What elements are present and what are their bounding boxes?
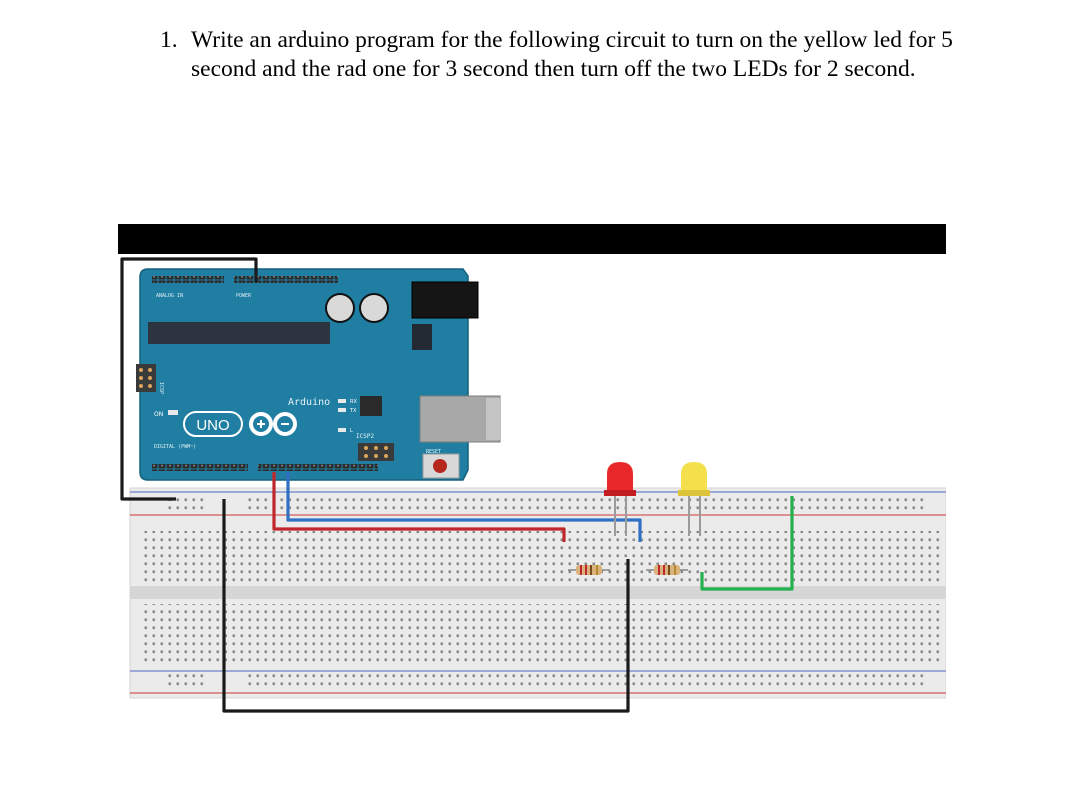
green-wire (700, 496, 794, 591)
rx-label: RX (350, 399, 357, 405)
uno-logo: UNO (183, 411, 297, 437)
reset-label: RESET (426, 449, 441, 455)
l-label: L (350, 428, 353, 434)
black-wire-bottom (222, 499, 630, 713)
black-wire-gnd (120, 257, 258, 501)
red-wire (272, 472, 566, 542)
resistor-2 (646, 565, 688, 575)
icsp-label: ICSP (158, 382, 164, 394)
digital-label: DIGITAL (PWM~) (154, 444, 196, 450)
yellow-led (678, 462, 710, 536)
breadboard (129, 487, 946, 699)
icsp2-label: ICSP2 (356, 433, 374, 440)
question-number: 1. (160, 27, 178, 53)
blue-wire (286, 472, 642, 542)
arduino-board: ANALOG IN POWER ICSP ON (136, 268, 501, 481)
top-black-bar (118, 224, 946, 254)
uno-model-label: UNO (196, 417, 229, 434)
tx-label: TX (349, 408, 357, 414)
on-label: ON (154, 411, 163, 418)
analog-in-label: ANALOG IN (156, 293, 183, 299)
question: 1. Write an arduino program for the foll… (160, 26, 960, 84)
circuit-diagram: ANALOG IN POWER ICSP ON (118, 224, 946, 713)
circuit-figure: ANALOG IN POWER ICSP ON (118, 224, 946, 718)
resistor-1 (568, 565, 610, 575)
arduino-brand-label: Arduino (288, 397, 330, 408)
wires (120, 257, 794, 713)
power-label: POWER (236, 293, 252, 299)
red-led (604, 462, 636, 536)
question-text: Write an arduino program for the followi… (191, 27, 953, 82)
